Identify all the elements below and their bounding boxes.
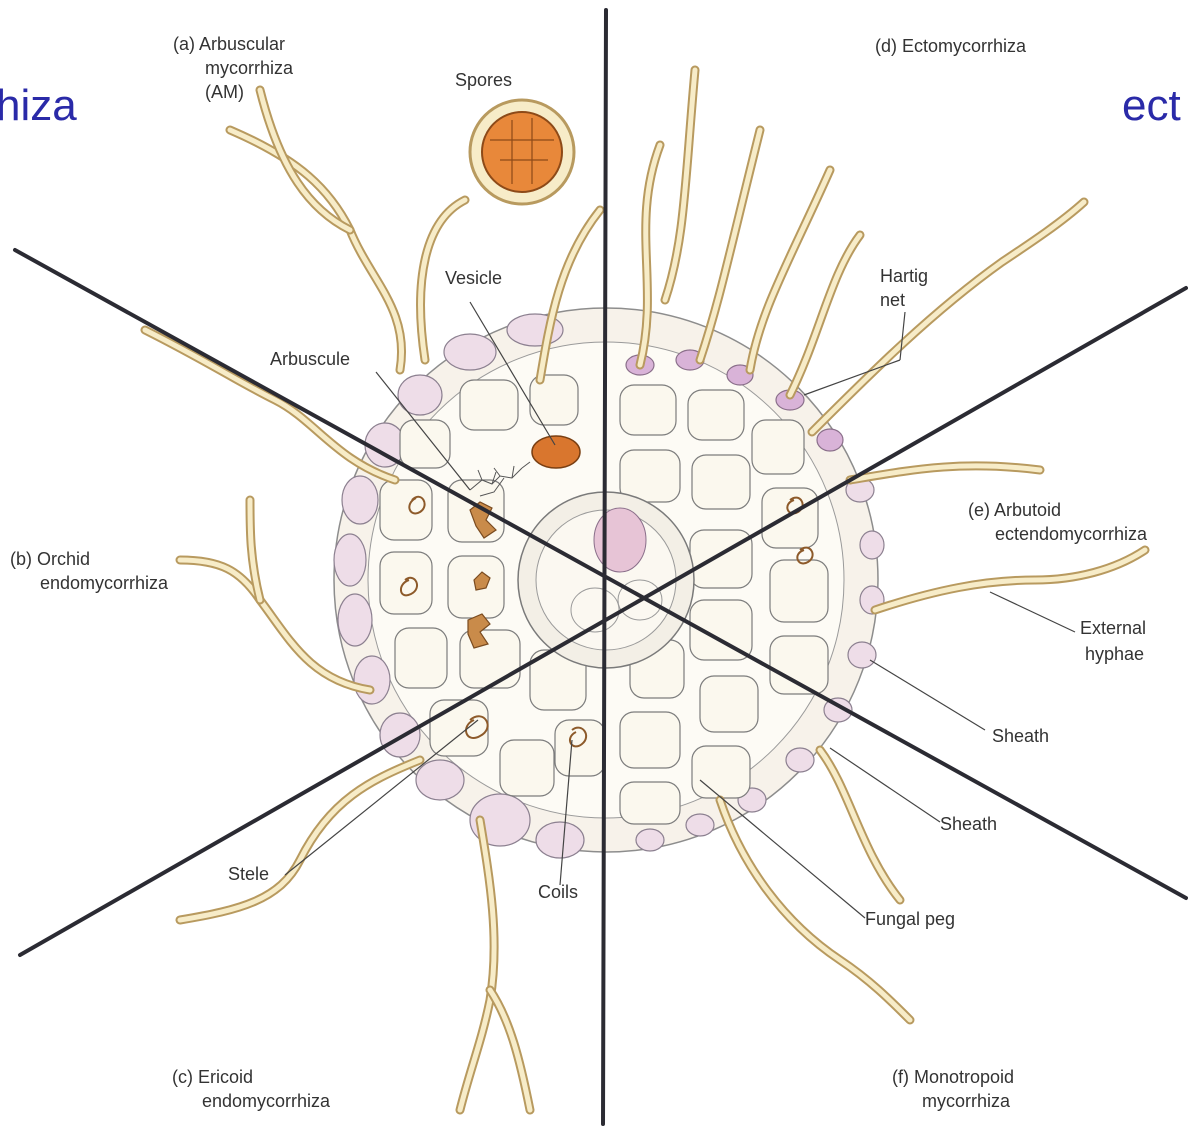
label-hartig-net-line1: Hartig [880, 266, 928, 286]
label-ericoid: (c) Ericoid endomycorrhiza [172, 1067, 331, 1111]
label-stele: Stele [228, 864, 269, 884]
label-fungal-peg: Fungal peg [865, 909, 955, 929]
label-arbuscule: Arbuscule [270, 349, 350, 369]
label-orchid-line1: (b) Orchid [10, 549, 90, 569]
label-vesicle: Vesicle [445, 268, 502, 288]
label-arbutoid-line2: ectendomycorrhiza [995, 524, 1148, 544]
vesicle-shape [532, 436, 580, 468]
label-ectomycorrhiza-line1: (d) Ectomycorrhiza [875, 36, 1027, 56]
label-external-hyphae-line2: hyphae [1085, 644, 1144, 664]
label-external-hyphae-line1: External [1080, 618, 1146, 638]
label-coils: Coils [538, 882, 578, 902]
label-arbuscular-line2: mycorrhiza [205, 58, 294, 78]
label-monotropoid-line2: mycorrhiza [922, 1091, 1011, 1111]
label-orchid-line2: endomycorrhiza [40, 573, 169, 593]
label-external-hyphae: External hyphae [1080, 618, 1151, 664]
label-monotropoid: (f) Monotropoid mycorrhiza [892, 1067, 1019, 1111]
label-spores: Spores [455, 70, 512, 90]
corner-text-left: hiza [0, 81, 77, 130]
label-arbutoid-line1: (e) Arbutoid [968, 500, 1061, 520]
label-hartig-net-line2: net [880, 290, 905, 310]
label-monotropoid-line1: (f) Monotropoid [892, 1067, 1014, 1087]
label-orchid: (b) Orchid endomycorrhiza [10, 549, 169, 593]
label-sheath-arbutoid: Sheath [992, 726, 1049, 746]
label-hartig-net: Hartig net [880, 266, 933, 310]
label-sheath-monotropoid: Sheath [940, 814, 997, 834]
label-arbuscular: (a) Arbuscular mycorrhiza (AM) [173, 34, 298, 102]
label-arbutoid: (e) Arbutoid ectendomycorrhiza [968, 500, 1148, 544]
label-ericoid-line1: (c) Ericoid [172, 1067, 253, 1087]
label-ericoid-line2: endomycorrhiza [202, 1091, 331, 1111]
corner-text-right: ect [1122, 81, 1181, 130]
root-cross-section [334, 308, 884, 858]
divider-vertical [603, 10, 606, 1124]
label-arbuscular-line3: (AM) [205, 82, 244, 102]
label-ectomycorrhiza: (d) Ectomycorrhiza [875, 36, 1027, 56]
label-arbuscular-line1: (a) Arbuscular [173, 34, 285, 54]
